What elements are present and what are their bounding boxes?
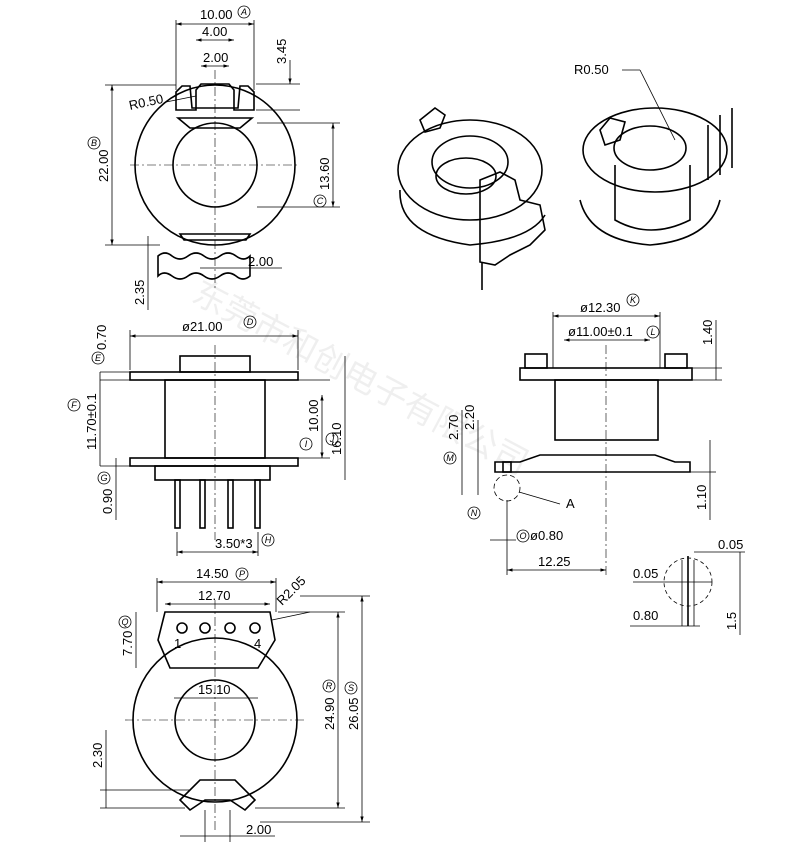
pin-4-label: 4 <box>254 636 261 651</box>
bottom-flange <box>129 457 299 467</box>
ref-j: J <box>329 434 335 444</box>
dim-slot: 4.00 <box>202 24 227 39</box>
pin-3 <box>227 479 234 529</box>
detail-dim-bottom-left: 0.80 <box>633 608 658 623</box>
dim-pin-len: 1.10 <box>694 485 709 510</box>
dim-radius: R0.50 <box>128 91 165 113</box>
ref-l: L <box>650 327 655 337</box>
dim-bottom-inner-width: 12.70 <box>198 588 231 603</box>
bottom-view: 1 4 14.50 P 12.70 R2.05 7.70 Q 15.10 24.… <box>90 566 370 842</box>
top-tab-inner <box>175 117 255 129</box>
dim-flange-thick: 0.70 <box>94 325 109 350</box>
dim-bottom-radius: R2.05 <box>274 573 309 608</box>
ref-e: E <box>95 353 102 363</box>
pin-1 <box>174 479 181 529</box>
ref-f: F <box>71 400 77 410</box>
pin-1-label: 1 <box>174 636 181 651</box>
dim-outer-dia: ø12.30 <box>580 300 620 315</box>
dim-step-1: 2.70 <box>446 415 461 440</box>
pin-4 <box>254 479 261 529</box>
ref-d: D <box>247 317 254 327</box>
pin-header <box>157 611 276 669</box>
ref-o: O <box>519 531 526 541</box>
pin-block <box>157 252 251 280</box>
dim-bottom-slot: 2.00 <box>248 254 273 269</box>
ref-g: G <box>100 473 107 483</box>
dim-offset: 12.25 <box>538 554 571 569</box>
dim-total-height: 11.70±0.1 <box>84 393 99 450</box>
ref-i: I <box>305 439 308 449</box>
dim-bottom-slot: 2.00 <box>246 822 271 837</box>
dim-bottom-height: 24.90 <box>322 697 337 730</box>
dim-width: 10.00 <box>200 7 233 22</box>
dim-top-flange: 1.40 <box>700 320 715 345</box>
dim-pin-row: 7.70 <box>120 631 135 656</box>
ref-s: S <box>348 683 354 693</box>
ref-m: M <box>446 453 454 463</box>
dim-height: 22.00 <box>96 149 111 182</box>
detail-view: 0.05 0.05 0.80 1.5 <box>630 537 745 635</box>
detail-dim-top: 0.05 <box>718 537 743 552</box>
dim-inner-dia: ø11.00±0.1 <box>568 324 633 339</box>
side-view: ø12.30 K ø11.00±0.1 L 1.40 2.70 M 2.20 N… <box>443 293 722 575</box>
dim-top-offset: 3.45 <box>274 39 289 64</box>
detail-dim-left: 0.05 <box>633 566 658 581</box>
detail-dim-bottom-right: 1.5 <box>724 612 739 630</box>
ref-q: Q <box>121 617 128 627</box>
dim-bottom-offset: 2.35 <box>132 280 147 305</box>
watermark: 东莞市和创电子有限公司 <box>186 273 535 484</box>
bottom-tab <box>178 233 252 241</box>
detail-label: A <box>566 496 575 511</box>
iso-view-left <box>397 107 546 290</box>
top-flange <box>129 371 299 381</box>
ref-c: C <box>317 196 324 206</box>
dim-bottom-total: 26.05 <box>346 697 361 730</box>
dim-base-thick: 0.90 <box>100 489 115 514</box>
ref-p: P <box>239 569 245 579</box>
dim-bore: 13.60 <box>317 157 332 190</box>
dim-inner-slot: 2.00 <box>203 50 228 65</box>
dim-body: 16.10 <box>329 422 344 455</box>
dim-bottom-bore: 15.10 <box>198 682 231 697</box>
ref-n: N <box>471 508 478 518</box>
ref-a: A <box>240 7 247 17</box>
iso-view-right: R0.50 <box>574 62 733 246</box>
dim-pin-dia: ø0.80 <box>530 528 563 543</box>
dim-bottom-width: 14.50 <box>196 566 229 581</box>
dim-bottom-offset: 2.30 <box>90 743 105 768</box>
dim-step-2: 2.20 <box>462 405 477 430</box>
ref-h: H <box>265 535 272 545</box>
top-view: 10.00 A 4.00 2.00 3.45 R0.50 22.00 B 13.… <box>87 5 340 310</box>
ref-r: R <box>326 681 333 691</box>
ref-b: B <box>91 138 97 148</box>
iso-radius: R0.50 <box>574 62 609 77</box>
dim-winding: 10.00 <box>306 399 321 432</box>
dim-flange: ø21.00 <box>182 319 222 334</box>
pin-2 <box>199 479 206 529</box>
dim-pin-pitch: 3.50*3 <box>215 536 253 551</box>
top-tab <box>175 83 255 111</box>
watermark-text: 东莞市和创电子有限公司 <box>186 273 535 484</box>
front-view: ø21.00 D 0.70 E 11.70±0.1 F 0.90 G 3.50*… <box>67 315 346 556</box>
ref-k: K <box>630 295 637 305</box>
